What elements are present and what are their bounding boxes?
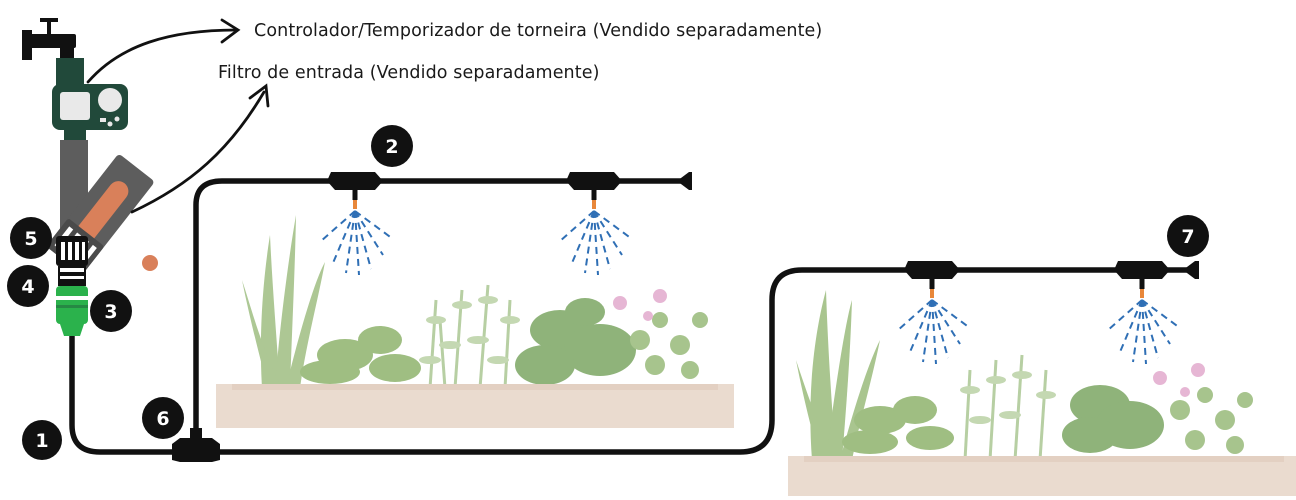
tubing — [69, 178, 1193, 455]
hose-connector — [56, 236, 88, 336]
planter-left — [216, 215, 734, 428]
tee-connector-icon — [172, 428, 220, 462]
filter-annotation-label: Filtro de entrada (Vendido separadamente… — [218, 63, 600, 83]
svg-text:6: 6 — [156, 408, 169, 430]
svg-text:3: 3 — [104, 301, 117, 323]
planter-right — [788, 290, 1296, 496]
badge-1: 1 — [22, 420, 62, 460]
badge-6: 6 — [142, 397, 184, 439]
timer-icon — [52, 58, 128, 130]
faucet-icon — [22, 18, 76, 60]
svg-text:1: 1 — [35, 430, 48, 452]
annotation-arrows — [86, 18, 270, 214]
svg-text:4: 4 — [21, 276, 34, 298]
svg-text:2: 2 — [385, 136, 398, 158]
badge-5: 5 — [10, 217, 52, 259]
badge-2: 2 — [371, 125, 413, 167]
badge-4: 4 — [7, 265, 49, 307]
end-cap-icon — [677, 172, 1199, 279]
svg-text:7: 7 — [1181, 226, 1194, 248]
timer-annotation-label: Controlador/Temporizador de torneira (Ve… — [254, 21, 823, 41]
badge-7: 7 — [1167, 215, 1209, 257]
svg-text:5: 5 — [24, 228, 37, 250]
badge-3: 3 — [90, 290, 132, 332]
